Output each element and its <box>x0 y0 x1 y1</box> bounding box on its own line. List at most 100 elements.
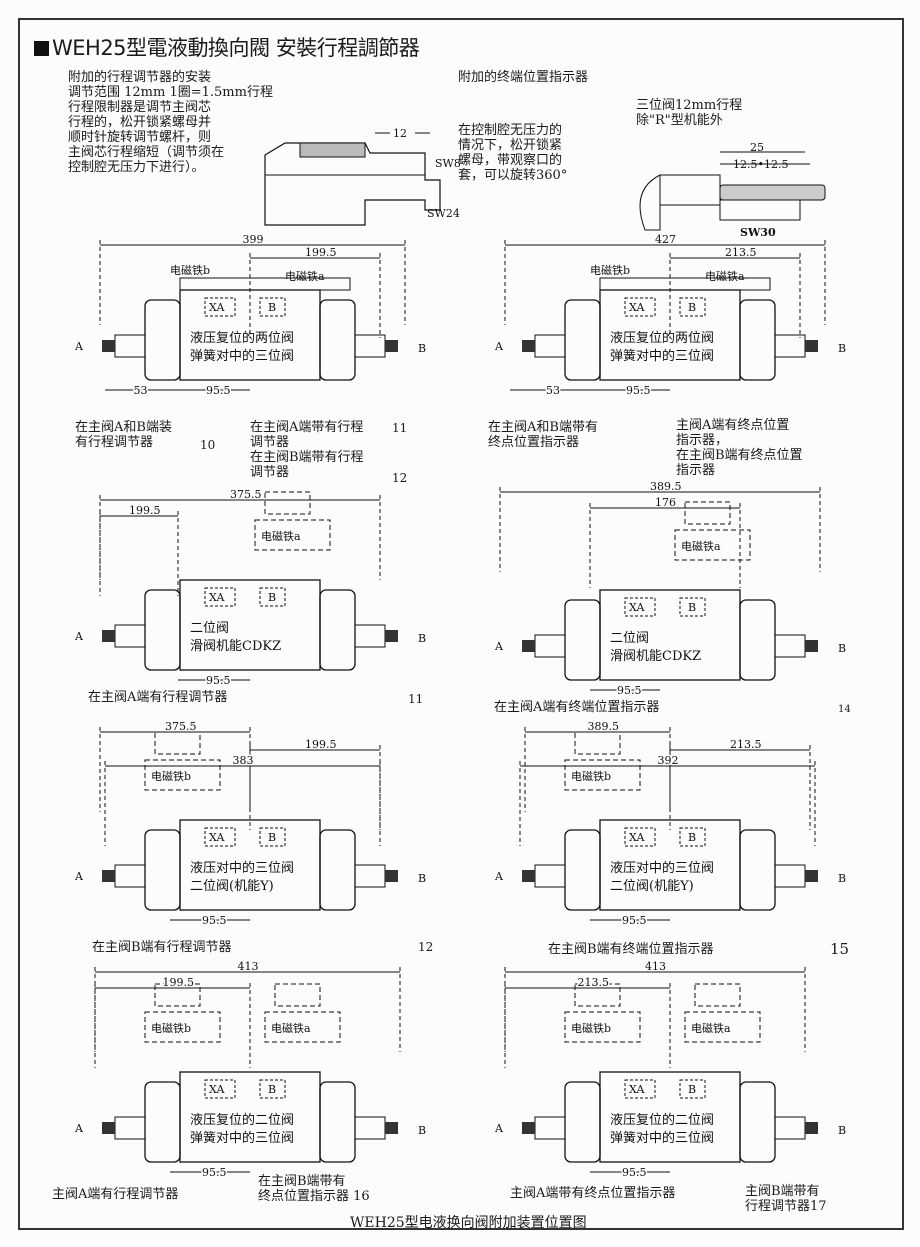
caption-2: 在主阀A和B端带有终点位置指示器 <box>488 420 598 450</box>
port-xa-box <box>204 827 236 847</box>
port-b-box <box>679 597 706 617</box>
sw24-label: SW24 <box>427 207 460 220</box>
body-label: 液压复位的二位阀 <box>610 1112 714 1128</box>
caption-5: 在主阀B端有行程调节器 <box>92 940 232 955</box>
adjuster-left <box>102 870 115 882</box>
solenoid-a-plug <box>274 983 321 1007</box>
solenoid-a-plug <box>694 983 741 1007</box>
caption-line: 指示器， <box>676 433 729 448</box>
port-b-inner-label: B <box>688 1083 696 1096</box>
port-a-label: A <box>74 630 84 643</box>
solenoid-b-plug <box>574 731 621 755</box>
caption-line: 在主阀A和B端装 <box>75 420 172 435</box>
solenoid-a-box <box>264 1011 341 1043</box>
dimension: 427 <box>655 233 676 246</box>
solenoid-b-plug <box>574 983 621 1007</box>
solenoid-a-label: 电磁铁a <box>705 270 745 283</box>
port-b-inner-label: B <box>268 591 276 604</box>
port-xa-label: XA <box>209 831 225 844</box>
figure-number: 11 <box>408 692 424 706</box>
port-a-label: A <box>74 340 84 353</box>
figure-number: 11 <box>392 421 408 435</box>
intro-right: 在控制腔无压力的 情况下，松开锁紧 螺母，带观察口的 套，可以旋转360° <box>458 123 567 183</box>
dimension: 413 <box>645 960 666 973</box>
end-cap-left <box>144 299 181 381</box>
solenoid-b-box <box>144 759 221 791</box>
solenoid-a-label: 电磁铁a <box>261 530 301 543</box>
dimension: 375.5 <box>230 488 262 501</box>
intro-line: 套，可以旋转360° <box>458 168 568 183</box>
stroke-adjuster-detail: 12 SW8 SW24 <box>264 127 461 226</box>
intro-line: 螺母，带观察口的 <box>458 153 563 168</box>
caption-1: 在主阀A和B端装有行程调节器 <box>75 420 172 450</box>
intro-line: 情况下，松开锁紧 <box>458 138 563 153</box>
intro-right-heading: 附加的终端位置指示器 <box>458 70 589 85</box>
dimension: 375.5 <box>165 720 197 733</box>
intro-line: 顺时针旋转调节螺杆，则 <box>68 130 212 145</box>
port-a-label: A <box>494 340 504 353</box>
title-text: WEH25型電液動換向閥 安裝行程調節器 <box>52 36 420 60</box>
caption-line: 在主阀A端带有行程 <box>250 420 364 435</box>
body-label: 液压对中的三位阀 <box>190 860 294 876</box>
body-label: 滑阀机能CDKZ <box>610 649 701 664</box>
solenoid-b-label: 电磁铁b <box>590 264 630 277</box>
port-a-label: A <box>494 870 504 883</box>
dimension: 389.5 <box>588 720 620 733</box>
sw30-label: SW30 <box>740 226 776 239</box>
port-xa-box <box>624 297 656 317</box>
intro-line: 控制腔无压力下进行）。 <box>68 160 205 175</box>
port-xa-label: XA <box>209 1083 225 1096</box>
solenoid-b-label: 电磁铁b <box>151 770 191 783</box>
port-b-label: B <box>418 1124 426 1137</box>
body-label: 液压复位的二位阀 <box>190 1112 294 1128</box>
figure-number: 12 <box>418 940 434 954</box>
solenoid-a-label: 电磁铁a <box>271 1022 311 1035</box>
body-label: 弹簧对中的三位阀 <box>190 1130 294 1146</box>
fitting-left <box>114 864 146 888</box>
dimension: 95.5 <box>206 674 231 687</box>
fitting-left <box>114 624 146 648</box>
caption-8b: 主阀B端带有行程调节器17 <box>745 1184 827 1214</box>
solenoid-b-label: 电磁铁b <box>170 264 210 277</box>
dimension: 95.5 <box>202 914 227 927</box>
port-b-box <box>259 1079 286 1099</box>
solenoid-b-box <box>564 759 641 791</box>
port-b-inner-label: B <box>268 1083 276 1096</box>
adjuster-right <box>805 870 818 882</box>
port-xa-box <box>204 587 236 607</box>
solenoid-a-plug <box>684 501 731 525</box>
solenoid-a-box <box>684 1011 761 1043</box>
fitting-right <box>354 864 386 888</box>
end-cap-left <box>144 1081 181 1163</box>
intro-line: 附加的行程调节器的安装 <box>68 70 212 85</box>
caption-7b: 在主阀B端带有终点位置指示器 16 <box>258 1174 370 1204</box>
solenoid-a-label: 电磁铁a <box>681 540 721 553</box>
dimension: 213.5 <box>578 976 610 989</box>
caption-line: 终点位置指示器 <box>488 435 580 450</box>
body-label: 二位阀 <box>610 631 649 646</box>
fitting-right <box>774 634 806 658</box>
caption-line: 行程调节器17 <box>745 1199 827 1214</box>
dimension: 95.5 <box>202 1166 227 1179</box>
solenoid-a-label: 电磁铁a <box>285 270 325 283</box>
solenoid-a-label: 电磁铁a <box>691 1022 731 1035</box>
solenoid-a-box <box>674 529 751 561</box>
solenoid-b-plug <box>154 983 201 1007</box>
port-a-label: A <box>74 870 84 883</box>
adjuster-left <box>102 340 115 352</box>
dimension: 53 <box>134 384 148 397</box>
dimension: 199.5 <box>305 738 337 751</box>
port-b-box <box>679 827 706 847</box>
fitting-left <box>534 864 566 888</box>
caption-line: 在主阀B端有终点位置 <box>676 448 803 463</box>
dimension: 199.5 <box>305 246 337 259</box>
page-title: WEH25型電液動換向閥 安裝行程調節器 <box>34 32 420 62</box>
fitting-right <box>354 334 386 358</box>
dimension: 399 <box>243 233 264 246</box>
end-cap-right <box>319 589 356 671</box>
port-b-inner-label: B <box>688 601 696 614</box>
note-line: 除"R"型机能外 <box>636 113 723 128</box>
fitting-left <box>534 334 566 358</box>
